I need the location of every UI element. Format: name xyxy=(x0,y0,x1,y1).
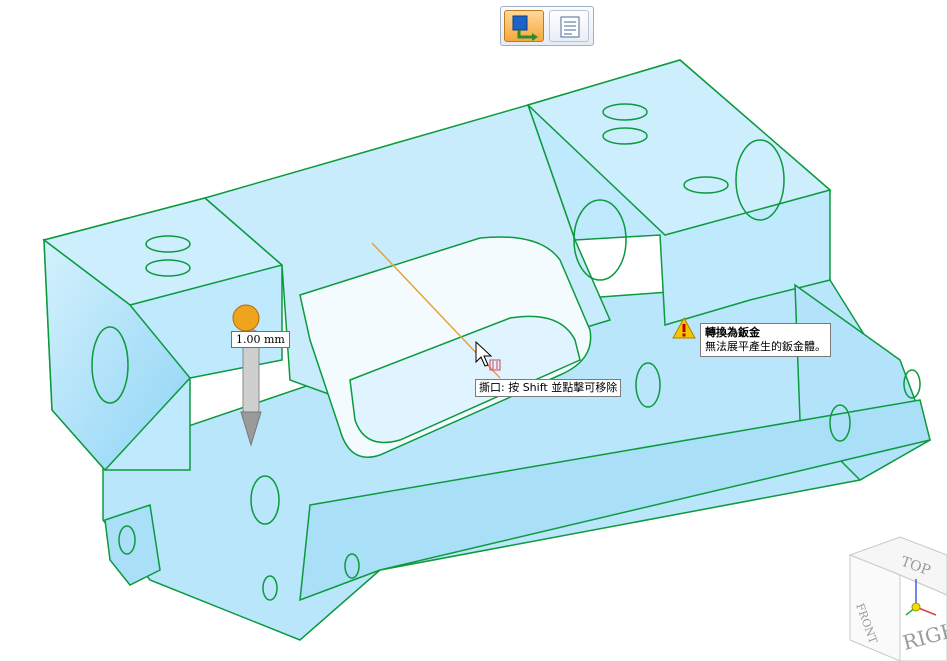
dimension-arrow[interactable] xyxy=(232,304,262,447)
hole xyxy=(635,362,661,408)
hole xyxy=(602,127,648,145)
hole xyxy=(118,525,136,555)
convert-sheetmetal-button[interactable] xyxy=(504,10,544,42)
hole xyxy=(145,235,191,253)
command-toolbar xyxy=(500,6,594,46)
front-rib xyxy=(299,399,931,602)
hole xyxy=(829,404,851,442)
hole xyxy=(250,475,280,525)
dimension-value-label[interactable]: 1.00 mm xyxy=(231,331,290,348)
hole xyxy=(91,326,129,404)
hole xyxy=(602,103,648,121)
mouse-cursor-icon xyxy=(475,340,501,371)
warning-tooltip: 轉換為鈑金 無法展平產生的鈑金體。 xyxy=(700,323,831,357)
hole xyxy=(735,139,785,221)
left-lug xyxy=(104,504,161,586)
feature-list-icon xyxy=(560,16,580,38)
warning-title: 轉換為鈑金 xyxy=(705,326,760,339)
hole xyxy=(573,199,627,281)
hole xyxy=(344,553,360,579)
left-block-side xyxy=(43,238,191,472)
warning-message: 無法展平產生的鈑金體。 xyxy=(705,340,826,353)
right-block-top xyxy=(526,59,832,236)
convert-sheetmetal-icon xyxy=(512,15,538,41)
hole xyxy=(903,369,921,399)
center-slot-inner xyxy=(349,315,581,444)
warning-triangle-icon[interactable] xyxy=(671,316,697,340)
hole xyxy=(145,259,191,277)
hole xyxy=(683,176,729,194)
rip-hint-tooltip: 撕口: 按 Shift 並點擊可移除 xyxy=(475,379,622,397)
feature-list-button[interactable] xyxy=(549,10,589,42)
hole xyxy=(262,575,278,601)
view-cube[interactable]: TOP FRONT RIGHT xyxy=(840,535,947,661)
